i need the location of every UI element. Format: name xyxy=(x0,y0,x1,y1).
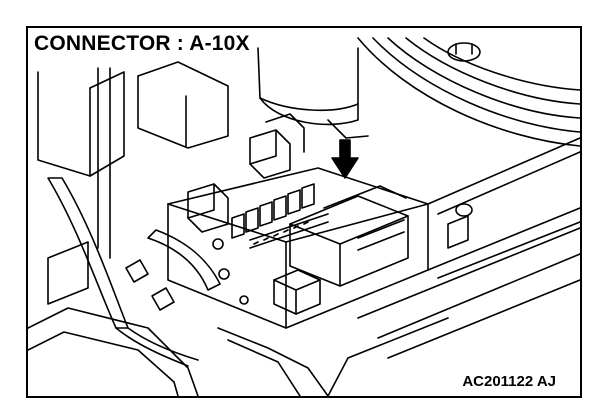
fuse-relay-box xyxy=(167,113,429,329)
figure-frame: CONNECTOR : A-10X AC201122 AJ xyxy=(26,26,582,398)
figure-code: AC201122 AJ xyxy=(460,373,558,390)
canister xyxy=(257,47,369,139)
diagram-title: CONNECTOR : A-10X xyxy=(34,32,254,58)
lower-body-panels xyxy=(28,241,449,396)
engine-bay-illustration xyxy=(28,37,580,396)
left-relay-block xyxy=(37,61,229,367)
air-cleaner-housing xyxy=(357,37,580,147)
right-side-panel xyxy=(357,137,580,359)
arrow-down-icon xyxy=(331,139,359,179)
